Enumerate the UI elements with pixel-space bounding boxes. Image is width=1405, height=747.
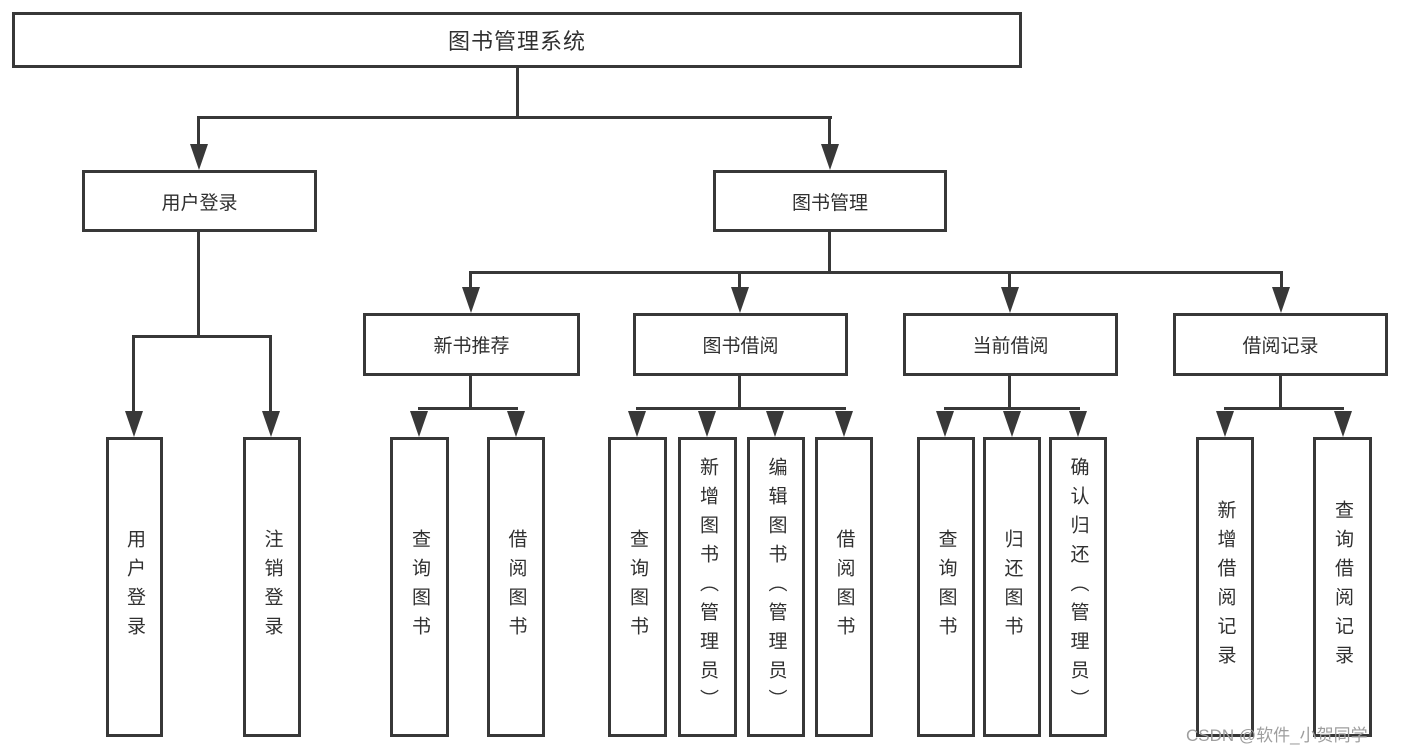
connector-user-login-stem bbox=[197, 116, 200, 146]
connector-recommend-drop bbox=[469, 376, 472, 409]
leaf-current-confirm-return-label: 确认归还（管理员） bbox=[1067, 456, 1089, 718]
leaf-user-login: 用户登录 bbox=[106, 437, 163, 737]
leaf-borrowing-query-books-label: 查询图书 bbox=[627, 529, 648, 645]
arrow-down-icon bbox=[262, 411, 280, 437]
arrow-down-icon bbox=[1069, 411, 1087, 437]
connector-user-login-leaf-stem bbox=[132, 335, 135, 413]
leaf-records-query-record: 查询借阅记录 bbox=[1313, 437, 1372, 737]
arrow-down-icon bbox=[1334, 411, 1352, 437]
arrow-down-icon bbox=[1003, 411, 1021, 437]
arrow-down-icon bbox=[190, 144, 208, 170]
node-book-borrowing-label: 图书借阅 bbox=[702, 336, 779, 357]
leaf-recommend-borrow-books: 借阅图书 bbox=[487, 437, 545, 737]
connector-borrowing-drop bbox=[738, 376, 741, 409]
node-user-login-label: 用户登录 bbox=[161, 192, 238, 214]
node-user-login: 用户登录 bbox=[82, 170, 317, 232]
arrow-down-icon bbox=[936, 411, 954, 437]
arrow-down-icon bbox=[821, 144, 839, 170]
node-current-borrowing-label: 当前借阅 bbox=[972, 336, 1049, 357]
connector-records-drop bbox=[1279, 376, 1282, 409]
connector-logout-leaf-stem bbox=[269, 335, 272, 413]
connector-book-mgmt-drop bbox=[828, 232, 831, 274]
arrow-down-icon bbox=[507, 411, 525, 437]
arrow-down-icon bbox=[628, 411, 646, 437]
leaf-current-query-books: 查询图书 bbox=[917, 437, 975, 737]
leaf-logout: 注销登录 bbox=[243, 437, 301, 737]
leaf-borrowing-add-books-label: 新增图书（管理员） bbox=[697, 456, 718, 718]
arrow-down-icon bbox=[462, 287, 480, 313]
arrow-down-icon bbox=[1216, 411, 1234, 437]
node-root-label: 图书管理系统 bbox=[447, 29, 586, 54]
connector-records-rail bbox=[1224, 407, 1344, 410]
leaf-recommend-borrow-books-label: 借阅图书 bbox=[505, 529, 527, 645]
connector-user-login-rail bbox=[132, 335, 272, 338]
node-root: 图书管理系统 bbox=[12, 12, 1022, 68]
connector-level3-rail bbox=[469, 271, 1283, 274]
connector-level2-rail bbox=[198, 116, 832, 119]
node-book-management: 图书管理 bbox=[713, 170, 947, 232]
arrow-down-icon bbox=[731, 287, 749, 313]
node-new-book-recommend: 新书推荐 bbox=[363, 313, 580, 376]
connector-current-drop bbox=[1008, 376, 1011, 409]
leaf-current-query-books-label: 查询图书 bbox=[935, 529, 957, 645]
connector-current-rail bbox=[944, 407, 1080, 410]
node-book-management-label: 图书管理 bbox=[791, 192, 868, 214]
leaf-borrowing-borrow-books-label: 借阅图书 bbox=[833, 529, 855, 645]
arrow-down-icon bbox=[835, 411, 853, 437]
leaf-recommend-query-books-label: 查询图书 bbox=[409, 529, 430, 645]
leaf-records-add-record: 新增借阅记录 bbox=[1196, 437, 1254, 737]
arrow-down-icon bbox=[1001, 287, 1019, 313]
connector-recommend-stem bbox=[469, 271, 472, 289]
leaf-borrowing-edit-books-label: 编辑图书（管理员） bbox=[765, 456, 787, 718]
connector-current-stem bbox=[1008, 271, 1011, 289]
connector-borrowing-rail bbox=[636, 407, 846, 410]
arrow-down-icon bbox=[766, 411, 784, 437]
leaf-logout-label: 注销登录 bbox=[261, 529, 283, 645]
leaf-borrowing-add-books: 新增图书（管理员） bbox=[678, 437, 737, 737]
leaf-user-login-label: 用户登录 bbox=[124, 529, 145, 645]
arrow-down-icon bbox=[1272, 287, 1290, 313]
arrow-down-icon bbox=[125, 411, 143, 437]
leaf-current-return-books-label: 归还图书 bbox=[1001, 529, 1023, 645]
arrow-down-icon bbox=[410, 411, 428, 437]
leaf-current-return-books: 归还图书 bbox=[983, 437, 1041, 737]
connector-book-mgmt-stem bbox=[828, 116, 831, 146]
watermark-text: CSDN @软件_小贺同学 bbox=[1186, 726, 1368, 745]
connector-borrowing-stem bbox=[738, 271, 741, 289]
connector-recommend-rail bbox=[418, 407, 518, 410]
leaf-records-query-record-label: 查询借阅记录 bbox=[1332, 500, 1353, 674]
leaf-borrowing-borrow-books: 借阅图书 bbox=[815, 437, 873, 737]
node-borrowing-records-label: 借阅记录 bbox=[1242, 336, 1319, 357]
leaf-current-confirm-return: 确认归还（管理员） bbox=[1049, 437, 1107, 737]
node-current-borrowing: 当前借阅 bbox=[903, 313, 1118, 376]
node-book-borrowing: 图书借阅 bbox=[633, 313, 848, 376]
leaf-borrowing-query-books: 查询图书 bbox=[608, 437, 667, 737]
leaf-recommend-query-books: 查询图书 bbox=[390, 437, 449, 737]
connector-user-login-drop bbox=[197, 232, 200, 337]
leaf-borrowing-edit-books: 编辑图书（管理员） bbox=[747, 437, 805, 737]
connector-root-drop bbox=[516, 68, 519, 118]
node-new-book-recommend-label: 新书推荐 bbox=[433, 336, 510, 357]
leaf-records-add-record-label: 新增借阅记录 bbox=[1214, 500, 1236, 674]
connector-records-stem bbox=[1280, 271, 1283, 289]
arrow-down-icon bbox=[698, 411, 716, 437]
node-borrowing-records: 借阅记录 bbox=[1173, 313, 1388, 376]
